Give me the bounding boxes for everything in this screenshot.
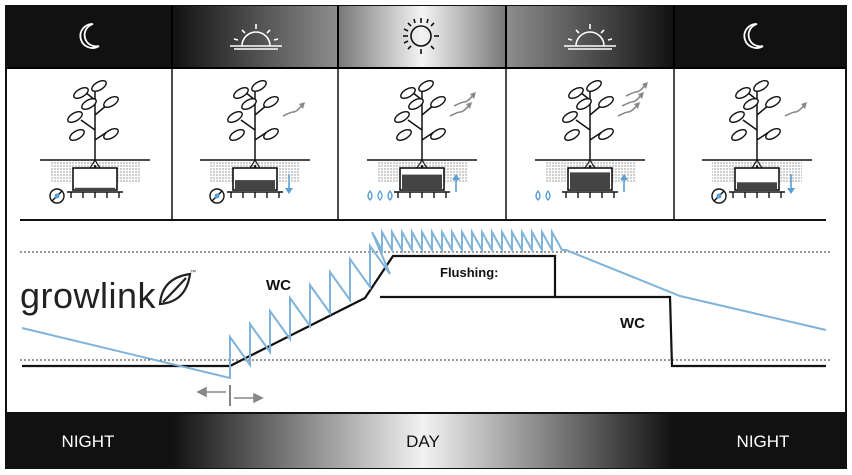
night-label-right: NIGHT (737, 432, 790, 451)
plant-stage (367, 80, 477, 201)
plant-stage (535, 80, 648, 201)
wc-label-left: WC (266, 277, 291, 294)
transpiration-arrow-icon (453, 92, 476, 107)
water-drop-icon (545, 189, 551, 201)
plant-stage (702, 80, 812, 204)
moon-icon (743, 23, 764, 49)
plant-stages-row (20, 68, 826, 221)
arrow-down-icon (787, 174, 795, 194)
water-drop-icon (367, 189, 373, 201)
sun-icon (403, 18, 439, 54)
moon-icon (79, 23, 100, 49)
sunset-icon (564, 24, 616, 50)
wc-ec-chart: WC WC Flushing: growlink ™ (20, 228, 832, 406)
water-drop-icon (377, 189, 383, 201)
plant-stage (200, 80, 310, 204)
water-drop-icon (387, 189, 393, 201)
transpiration-arrow-icon (625, 82, 648, 97)
arrow-up-icon (620, 174, 628, 192)
ec-line (21, 228, 827, 380)
transpiration-arrow-icon (449, 102, 472, 117)
no-water-icon (209, 188, 225, 204)
time-of-day-header (6, 6, 846, 69)
sunrise-icon (230, 24, 282, 50)
wc-label-right: WC (620, 315, 645, 332)
transpiration-arrow-icon (282, 102, 305, 117)
transpiration-arrow-icon (621, 92, 644, 107)
no-water-icon (49, 188, 65, 204)
arrow-up-icon (452, 174, 460, 192)
no-water-icon (711, 188, 727, 204)
growlink-logo: growlink ™ (20, 269, 196, 316)
transpiration-arrow-icon (617, 102, 640, 117)
leaf-icon (158, 272, 192, 306)
timing-offset-arrows (196, 385, 264, 406)
day-label: DAY (406, 432, 440, 451)
transpiration-arrow-icon (784, 102, 807, 117)
water-drop-icon (535, 189, 541, 201)
wc-line (22, 254, 826, 368)
flushing-label: Flushing: (440, 265, 499, 280)
night-label-left: NIGHT (62, 432, 115, 451)
brand-name: growlink (20, 275, 157, 316)
plant-stage (40, 80, 150, 204)
arrow-down-icon (285, 174, 293, 194)
trademark: ™ (190, 269, 196, 276)
day-night-footer: NIGHT DAY NIGHT (6, 412, 846, 468)
